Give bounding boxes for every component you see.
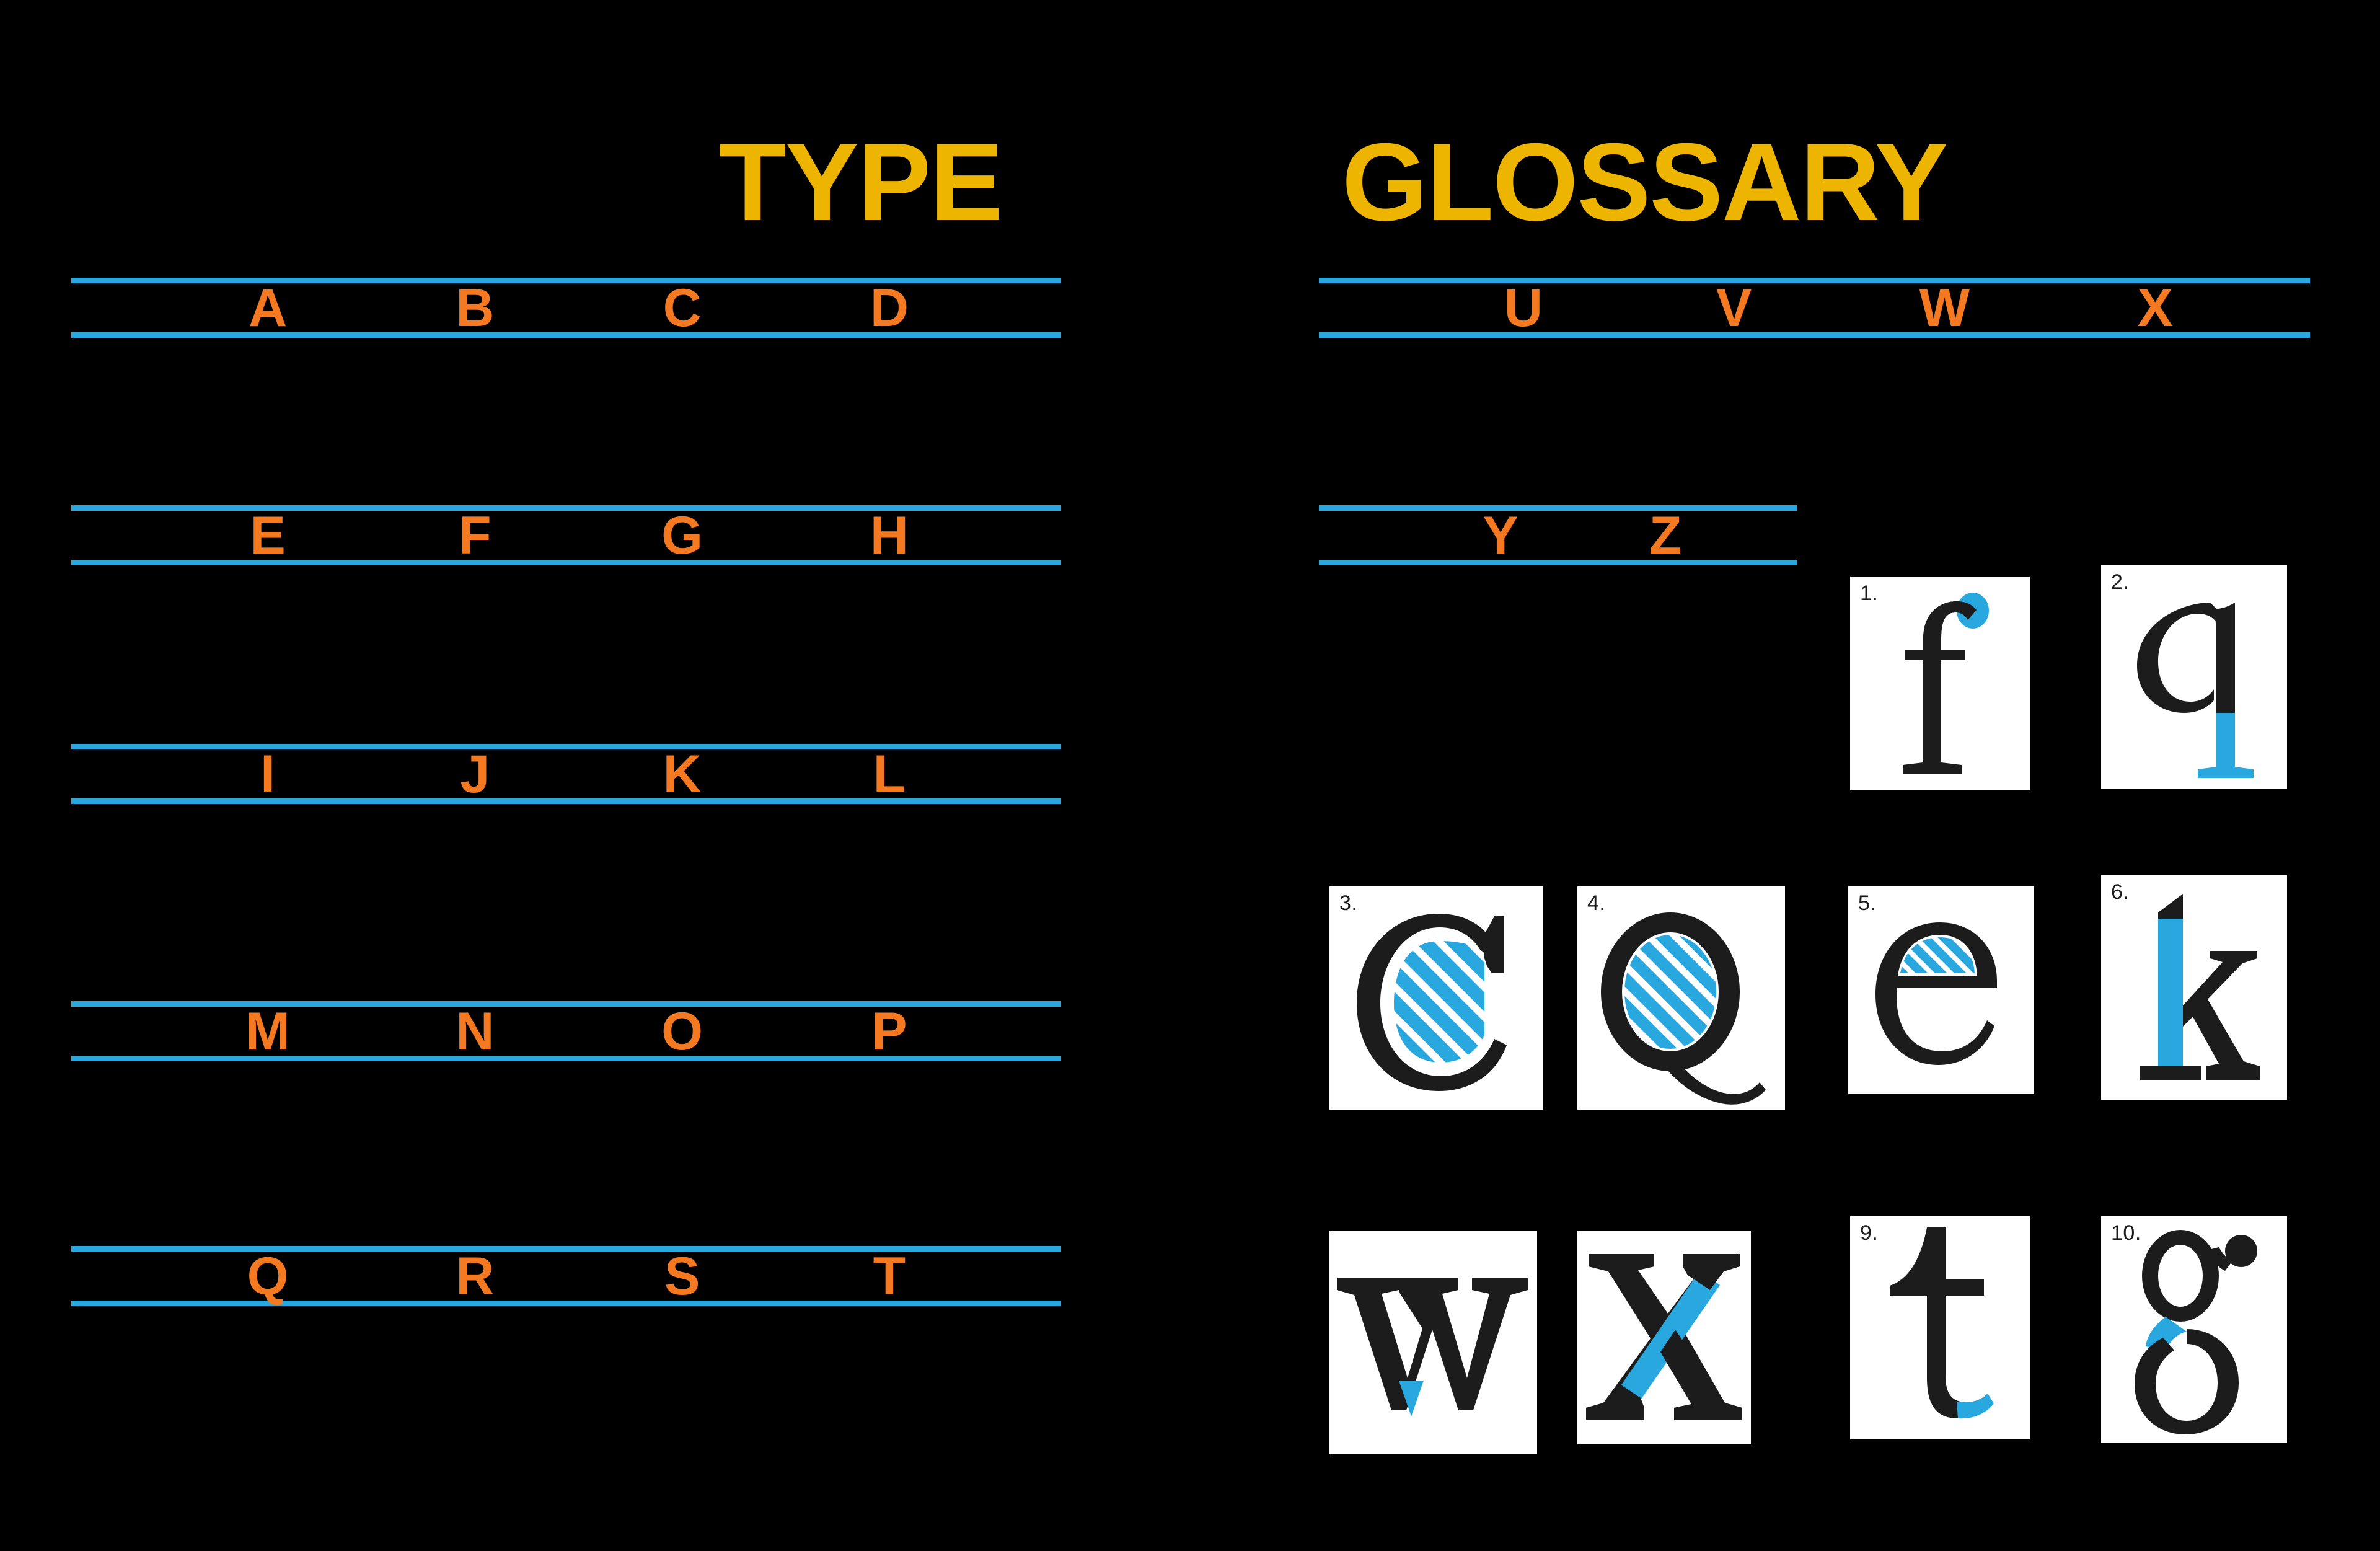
guide-rule-top <box>1319 505 1797 511</box>
letter-g: G <box>661 505 703 565</box>
letter-l: L <box>873 744 906 804</box>
glossary-card-x[interactable] <box>1577 1231 1751 1444</box>
guide-rule-top <box>71 1246 1061 1252</box>
guide-rule-bottom <box>71 560 1061 565</box>
glossary-card-k[interactable]: 6. <box>2101 875 2287 1100</box>
letter-row-letters: A B C D <box>71 278 1061 338</box>
guide-rule-bottom <box>1319 560 1797 565</box>
letter-r: R <box>456 1246 495 1306</box>
letter-u: U <box>1504 278 1543 338</box>
letter-x: X <box>2137 278 2173 338</box>
guide-rule-top <box>71 505 1061 511</box>
letter-w: W <box>1919 278 1970 338</box>
letter-m: M <box>245 1001 290 1061</box>
card-number: 4. <box>1587 891 1606 915</box>
guide-rule-top <box>1319 278 2310 283</box>
letter-a: A <box>249 278 288 338</box>
letter-o: O <box>661 1001 703 1061</box>
guide-rule-bottom <box>71 1301 1061 1306</box>
letter-d: D <box>870 278 909 338</box>
letter-row-letters: U V W X <box>1319 278 2310 338</box>
letter-k-glyph <box>2101 875 2287 1100</box>
letter-f: F <box>459 505 491 565</box>
letter-row-letters: M N O P <box>71 1001 1061 1061</box>
letter-e-glyph <box>1848 886 2034 1094</box>
letter-row-abcd: A B C D <box>71 278 1061 338</box>
letter-row-uvwx: U V W X <box>1319 278 2310 338</box>
letter-Q-glyph <box>1577 886 1785 1110</box>
guide-rule-top <box>71 1001 1061 1007</box>
page-title-type: TYPE <box>719 120 1003 244</box>
card-number: 10. <box>2111 1221 2141 1245</box>
letter-row-mnop: M N O P <box>71 1001 1061 1061</box>
guide-rule-bottom <box>71 1056 1061 1061</box>
letter-n: N <box>456 1001 495 1061</box>
guide-rule-bottom <box>71 798 1061 804</box>
guide-rule-top <box>71 278 1061 283</box>
glossary-card-q[interactable]: 2. <box>2101 565 2287 789</box>
card-number: 6. <box>2111 880 2130 904</box>
card-number: 5. <box>1858 891 1877 915</box>
glossary-card-w[interactable] <box>1329 1231 1537 1454</box>
letter-k: K <box>663 744 702 804</box>
letter-z: Z <box>1649 505 1682 565</box>
letter-row-yz: Y Z <box>1319 505 1797 565</box>
letter-row-letters: Q R S T <box>71 1246 1061 1306</box>
letter-b: B <box>456 278 495 338</box>
letter-q-glyph <box>2101 565 2287 789</box>
letter-row-ijkl: I J K L <box>71 744 1061 804</box>
letter-t-glyph <box>1850 1216 2030 1439</box>
letter-c: C <box>663 278 702 338</box>
letter-row-letters: I J K L <box>71 744 1061 804</box>
letter-q: Q <box>247 1246 289 1306</box>
glossary-card-t[interactable]: 9. <box>1850 1216 2030 1439</box>
letter-f-glyph <box>1850 577 2030 790</box>
letter-y: Y <box>1483 505 1518 565</box>
guide-rule-bottom <box>1319 332 2310 338</box>
letter-e: E <box>250 505 286 565</box>
glossary-card-Q[interactable]: 4. <box>1577 886 1785 1110</box>
card-number: 1. <box>1860 581 1879 605</box>
letter-row-qrst: Q R S T <box>71 1246 1061 1306</box>
letter-x-glyph <box>1577 1231 1751 1444</box>
letter-j: J <box>460 744 490 804</box>
guide-rule-top <box>71 744 1061 749</box>
letter-C-glyph <box>1329 886 1543 1110</box>
card-number: 2. <box>2111 570 2130 594</box>
glossary-card-e[interactable]: 5. <box>1848 886 2034 1094</box>
glossary-card-f[interactable]: 1. <box>1850 577 2030 790</box>
glossary-card-g[interactable]: 10. <box>2101 1216 2287 1443</box>
letter-p: P <box>871 1001 907 1061</box>
card-number: 9. <box>1860 1221 1879 1245</box>
glossary-card-C[interactable]: 3. <box>1329 886 1543 1110</box>
card-number: 3. <box>1339 891 1358 915</box>
letter-row-letters: E F G H <box>71 505 1061 565</box>
guide-rule-bottom <box>71 332 1061 338</box>
letter-g-glyph <box>2101 1216 2287 1443</box>
letter-h: H <box>870 505 909 565</box>
page-title-glossary: GLOSSARY <box>1342 120 1948 244</box>
letter-row-efgh: E F G H <box>71 505 1061 565</box>
letter-v: V <box>1716 278 1752 338</box>
letter-t: T <box>873 1246 906 1306</box>
letter-w-glyph <box>1329 1231 1537 1454</box>
letter-row-letters: Y Z <box>1319 505 1797 565</box>
letter-s: S <box>664 1246 700 1306</box>
letter-i: I <box>260 744 276 804</box>
